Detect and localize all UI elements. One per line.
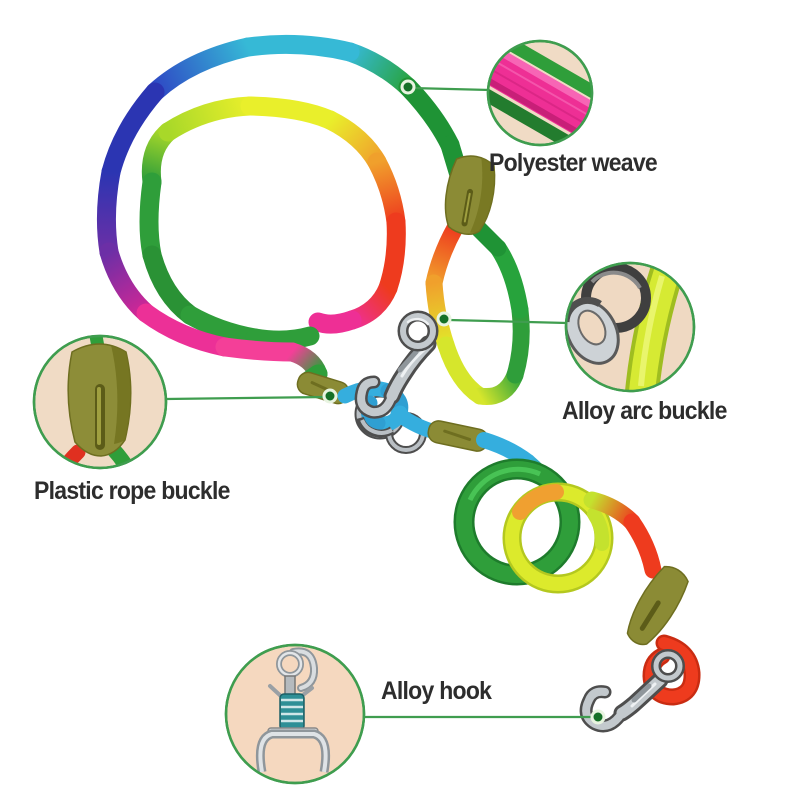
bottom-snap-hook — [579, 649, 685, 733]
callout-circle-alloy-hook — [224, 643, 366, 785]
rope-to-bottom-hook — [583, 491, 662, 579]
callout-lines — [165, 86, 595, 719]
callout-line-polyester-weave — [410, 86, 491, 92]
callout-dots — [322, 79, 606, 725]
middle-snap-hook — [354, 310, 439, 419]
callout-circle-plastic-rope-buckle — [32, 334, 168, 470]
callout-circle-alloy-arc-buckle — [564, 261, 696, 393]
yellow-coil — [502, 482, 614, 594]
callout-line-plastic-rope-buckle — [165, 395, 328, 401]
callout-dot-alloy-arc-buckle — [436, 311, 452, 327]
callout-label-polyester-weave: Polyester weave — [489, 149, 658, 177]
callout-label-alloy-arc-buckle: Alloy arc buckle — [562, 397, 727, 425]
plastic-rope-buckle-part — [444, 155, 496, 236]
callout-label-alloy-hook: Alloy hook — [381, 677, 492, 705]
leash-line-to-buckle — [398, 77, 469, 185]
leash-slip-loop — [425, 219, 530, 406]
metal-ring-overlap — [356, 416, 395, 438]
callout-dot-polyester-weave — [400, 79, 416, 95]
callout-circle-polyester-weave — [486, 39, 594, 147]
callout-dot-alloy-hook — [590, 709, 606, 725]
callout-label-plastic-rope-buckle: Plastic rope buckle — [34, 477, 230, 505]
callout-line-alloy-arc-buckle — [448, 318, 568, 325]
rope-sleeve-bottom — [626, 565, 689, 646]
callout-dot-plastic-rope-buckle — [322, 388, 338, 404]
leash-inner-loop — [139, 96, 406, 350]
